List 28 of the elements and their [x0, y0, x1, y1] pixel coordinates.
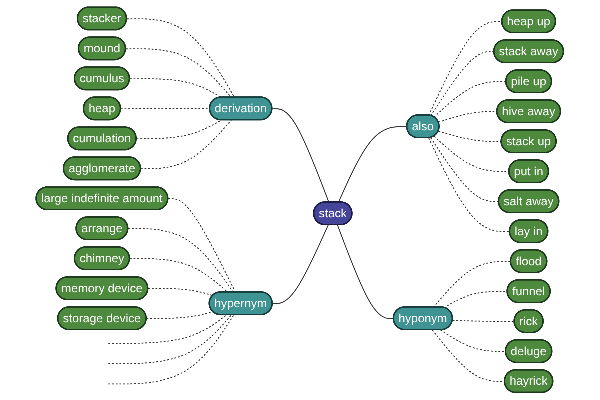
connector [337, 224, 395, 320]
connector [108, 314, 232, 364]
connector [428, 21, 503, 116]
connector [428, 138, 511, 232]
connector [440, 330, 507, 352]
connector [434, 81, 507, 118]
connector [432, 330, 506, 382]
connector [148, 288, 214, 296]
connector [136, 120, 222, 140]
connector [272, 108, 330, 204]
connector [168, 198, 236, 294]
connector [130, 78, 222, 98]
connector [126, 48, 232, 98]
connector [433, 261, 512, 308]
connector [272, 224, 329, 304]
connector [338, 126, 408, 204]
connector [108, 314, 228, 344]
connector [128, 228, 234, 294]
connector [130, 258, 229, 294]
connector [444, 291, 508, 308]
connector [126, 18, 236, 98]
connector [452, 320, 516, 322]
connector [430, 51, 495, 116]
connector [140, 120, 232, 170]
connector [430, 138, 500, 202]
connector [146, 312, 214, 320]
connector [108, 314, 235, 385]
connector [120, 108, 211, 110]
